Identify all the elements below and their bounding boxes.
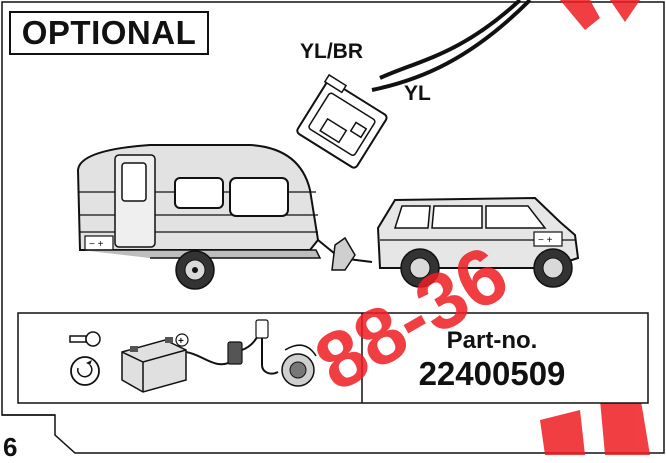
svg-text:− +: − + [538,235,553,246]
svg-text:+: + [178,336,184,347]
part-number-value: 22400509 [418,355,566,392]
optional-badge: OPTIONAL [9,11,209,55]
wire-label-yl: YL [404,82,431,105]
part-number-label: Part-no. [446,327,538,354]
battery-icon: + [121,333,189,393]
suv-illustration: − + [376,196,580,288]
wiring-plug-icon [185,319,279,375]
svg-text:− +: − + [89,239,104,250]
relay-connector-icon [296,0,532,169]
wire-label-yl-br: YL/BR [300,40,363,63]
ignition-key-icon [69,331,101,386]
trailer-socket-icon [281,344,317,387]
caravan-illustration: − + [76,144,373,290]
page-number: 6 [3,432,18,462]
watermark-marks [540,0,650,455]
